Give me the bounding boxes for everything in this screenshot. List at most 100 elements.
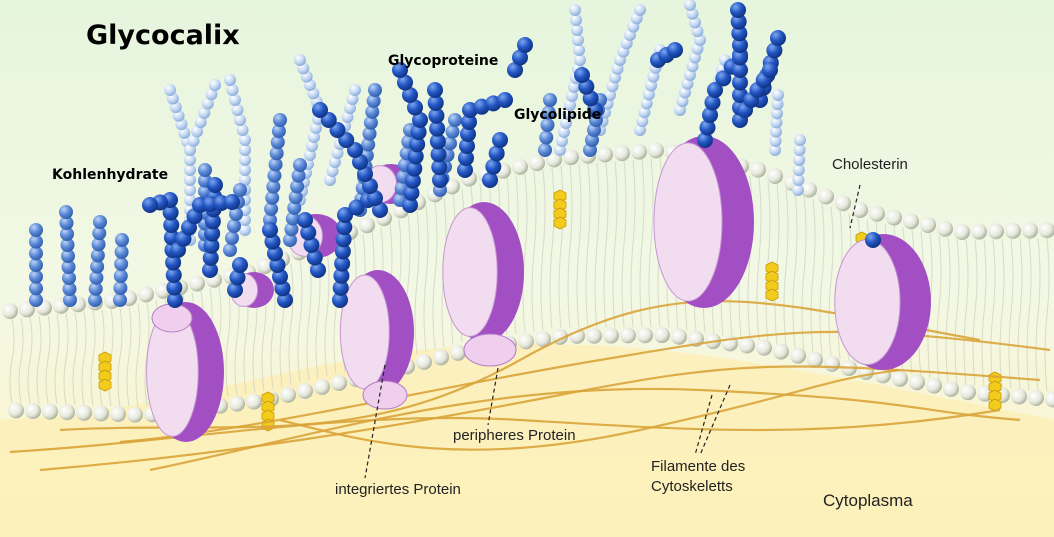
kohlenhydrate-label: Kohlenhydrate (52, 167, 168, 183)
phospholipid-head (127, 407, 143, 423)
sugar-bead (772, 89, 784, 101)
sugar-bead (142, 197, 158, 213)
phospholipid-head (297, 383, 313, 399)
cholesterol-ring (554, 217, 566, 229)
phospholipid-head (59, 404, 75, 420)
phospholipid-head (637, 327, 653, 343)
phospholipid-head (773, 344, 789, 360)
phospholipid-head (8, 402, 24, 418)
sugar-bead (115, 245, 129, 259)
sugar-bead (492, 132, 508, 148)
phospholipid-head (93, 405, 109, 421)
sugar-bead (207, 177, 223, 193)
peripheral-protein (363, 381, 407, 409)
phospholipid-head (189, 275, 205, 291)
sugar-bead (223, 243, 237, 257)
glycoproteine-label: Glycoproteine (388, 53, 498, 69)
phospholipid-head (110, 406, 126, 422)
membrane-protein-face (340, 275, 389, 389)
phospholipid-head (960, 384, 976, 400)
phospholipid-head (790, 348, 806, 364)
sugar-bead (227, 84, 239, 96)
membrane-protein-face (835, 239, 900, 364)
phospholipid-head (1028, 390, 1044, 406)
phospholipid-head (926, 378, 942, 394)
sugar-bead (225, 231, 239, 245)
phospholipid-head (852, 202, 868, 218)
sugar-bead (448, 113, 462, 127)
phospholipid-head (1005, 223, 1021, 239)
phospholipid-head (869, 206, 885, 222)
sugar-bead (770, 30, 786, 46)
sugar-bead (294, 54, 306, 66)
sugar-bead (59, 205, 73, 219)
sugar-bead (224, 74, 236, 86)
phospholipid-head (920, 217, 936, 233)
phospholipid-head (818, 188, 834, 204)
peripheral-protein (464, 334, 516, 366)
integriertes-protein-label: integriertes Protein (335, 481, 461, 498)
phospholipid-head (739, 338, 755, 354)
peripheral-protein (152, 304, 192, 332)
sugar-bead (115, 233, 129, 247)
sugar-bead (164, 84, 176, 96)
phospholipid-head (138, 286, 154, 302)
membrane-protein-face (654, 143, 722, 301)
phospholipid-head (937, 221, 953, 237)
phospholipid-head (886, 209, 902, 225)
phospholipid-head (824, 356, 840, 372)
sugar-bead (482, 172, 498, 188)
sugar-bead (273, 113, 287, 127)
phospholipid-head (280, 387, 296, 403)
sugar-bead (29, 223, 43, 237)
sugar-bead (730, 2, 746, 18)
phospholipid-head (603, 328, 619, 344)
phospholipid-head (943, 381, 959, 397)
phospholipid-head (450, 345, 466, 361)
sugar-bead (312, 102, 328, 118)
sugar-bead (368, 83, 382, 97)
sugar-bead (349, 84, 361, 96)
phospholipid-head (614, 145, 630, 161)
peripheres-protein-label: peripheres Protein (453, 427, 576, 444)
cholesterin-label: Cholesterin (832, 156, 908, 173)
phospholipid-head (229, 396, 245, 412)
phospholipid-head (954, 224, 970, 240)
sugar-bead (538, 143, 552, 157)
sugar-bead (262, 222, 278, 238)
sugar-bead (234, 114, 246, 126)
sugar-bead (517, 37, 533, 53)
membrane-protein-face (443, 208, 497, 337)
sugar-bead (239, 134, 251, 146)
phospholipid-head (518, 333, 534, 349)
filamente-label-line2: Cytoskeletts (651, 478, 733, 495)
phospholipid-head (671, 329, 687, 345)
phospholipid-head (909, 374, 925, 390)
phospholipid-head (892, 371, 908, 387)
sugar-bead (539, 131, 553, 145)
sugar-bead (489, 145, 505, 161)
phospholipid-head (835, 195, 851, 211)
sugar-bead (114, 269, 128, 283)
phospholipid-head (2, 303, 18, 319)
sugar-bead (485, 159, 501, 175)
phospholipid-head (648, 142, 664, 158)
phospholipid-head (314, 379, 330, 395)
phospholipid-head (620, 327, 636, 343)
phospholipid-head (971, 224, 987, 240)
phospholipid-head (903, 213, 919, 229)
phospholipid-head (512, 159, 528, 175)
sugar-bead (113, 281, 127, 295)
phospholipid-head (42, 404, 58, 420)
sugar-bead (114, 257, 128, 271)
sugar-bead (209, 79, 221, 91)
phospholipid-head (654, 327, 670, 343)
phospholipid-head (359, 217, 375, 233)
phospholipid-head (597, 146, 613, 162)
phospholipid-head (246, 394, 262, 410)
sugar-bead (794, 134, 806, 146)
phospholipid-head (1022, 223, 1038, 239)
phospholipid-head (586, 328, 602, 344)
phospholipid-head (807, 352, 823, 368)
